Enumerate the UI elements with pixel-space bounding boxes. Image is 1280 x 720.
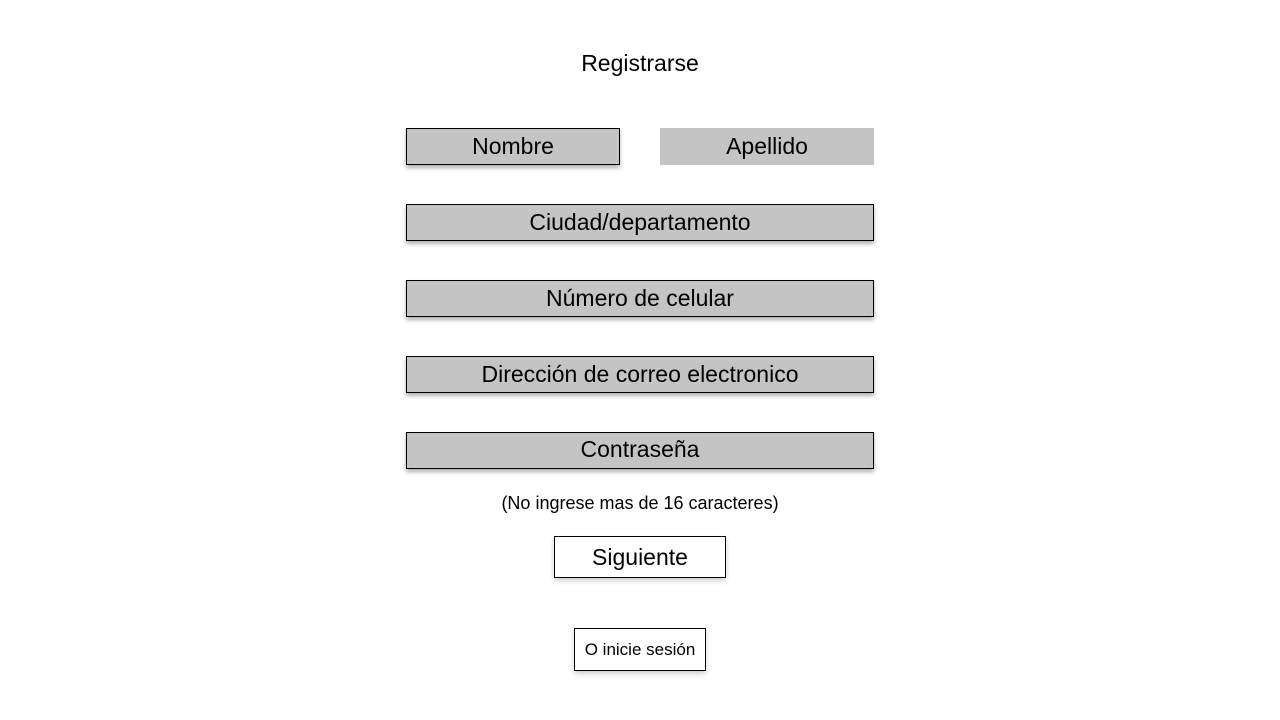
password-label: Contraseña (580, 436, 700, 462)
city-label: Ciudad/departamento (529, 209, 751, 235)
first-name-label: Nombre (472, 133, 554, 159)
password-hint: (No ingrese mas de 16 caracteres) (501, 493, 779, 513)
first-name-field[interactable]: Nombre (406, 128, 620, 165)
next-button[interactable]: Siguiente (554, 536, 726, 578)
phone-label: Número de celular (546, 285, 734, 311)
email-field[interactable]: Dirección de correo electronico (406, 356, 874, 393)
city-field[interactable]: Ciudad/departamento (406, 204, 874, 241)
page-title: Registrarse (581, 50, 699, 76)
password-field[interactable]: Contraseña (406, 432, 874, 469)
phone-field[interactable]: Número de celular (406, 280, 874, 317)
login-button[interactable]: O inicie sesión (574, 628, 706, 671)
last-name-field[interactable]: Apellido (660, 128, 874, 165)
last-name-label: Apellido (726, 133, 808, 159)
email-label: Dirección de correo electronico (481, 361, 799, 387)
